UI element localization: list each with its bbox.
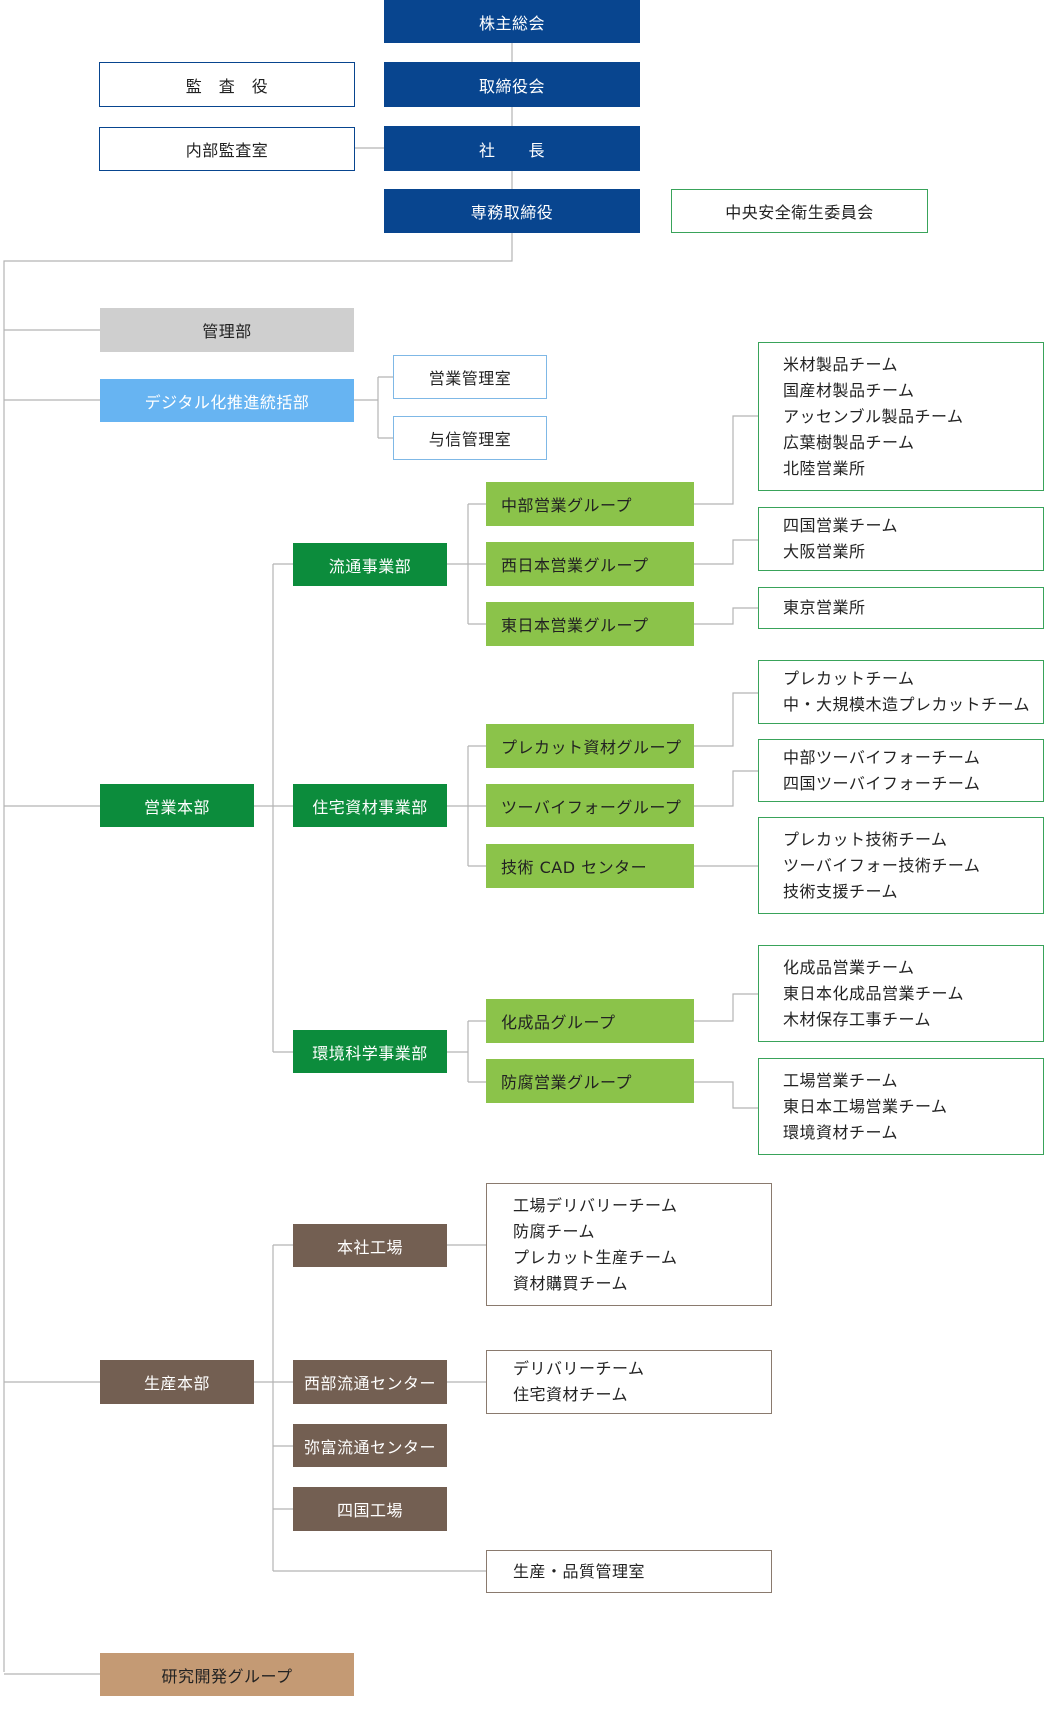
list-item: 防腐チーム xyxy=(513,1221,596,1241)
list-item: 生産・品質管理室 xyxy=(513,1561,646,1581)
head-factory-box: 本社工場 xyxy=(293,1224,447,1267)
cad-center-box: 技術 CAD センター xyxy=(486,844,694,888)
west-center-box: 西部流通センター xyxy=(293,1360,447,1404)
safety-committee-box: 中央安全衛生委員会 xyxy=(671,189,928,233)
shikoku-factory-box: 四国工場 xyxy=(293,1487,447,1531)
connector-nishinihon-teams xyxy=(694,539,758,565)
list-item: 住宅資材チーム xyxy=(513,1385,629,1404)
twobyfour-group-box: ツーバイフォーグループ xyxy=(486,784,694,827)
list-item: 四国ツーバイフォーチーム xyxy=(783,773,981,793)
higashinihon-sales-group-box: 東日本営業グループ xyxy=(486,602,694,646)
rnd-box: 研究開発グループ xyxy=(100,1653,354,1696)
list-item: 資材購買チーム xyxy=(513,1273,629,1293)
environment-division-box: 環境科学事業部 xyxy=(293,1030,447,1073)
list-item: 環境資材チーム xyxy=(783,1122,899,1142)
list-item: 技術支援チーム xyxy=(783,881,899,901)
digital-box: デジタル化推進統括部 xyxy=(100,379,354,422)
chubu-teams-box: 米材製品チーム 国産材製品チーム アッセンブル製品チーム 広葉樹製品チーム 北陸… xyxy=(758,342,1044,491)
list-item: 東京営業所 xyxy=(783,598,866,617)
list-item: 東日本工場営業チーム xyxy=(783,1096,948,1116)
list-item: デリバリーチーム xyxy=(513,1359,645,1378)
list-item: 米材製品チーム xyxy=(783,354,899,374)
chubu-sales-group-box: 中部営業グループ xyxy=(486,482,694,526)
higashinihon-teams-box: 東京営業所 xyxy=(758,587,1044,629)
senior-md-box: 専務取締役 xyxy=(384,189,640,233)
production-hq-box: 生産本部 xyxy=(100,1360,254,1404)
list-item: 大阪営業所 xyxy=(783,542,866,561)
connector-digital xyxy=(354,376,393,439)
list-item: アッセンブル製品チーム xyxy=(783,406,964,426)
shareholders-box: 株主総会 xyxy=(384,0,640,43)
connector-production xyxy=(254,1244,486,1572)
connector-twobyfour-teams xyxy=(694,770,758,807)
precut-teams-box: プレカットチーム 中・大規模木造プレカットチーム xyxy=(758,660,1044,724)
head-factory-teams-box: 工場デリバリーチーム 防腐チーム プレカット生産チーム 資材購買チーム xyxy=(486,1183,772,1306)
connector-housing xyxy=(447,745,486,867)
credit-mgmt-box: 与信管理室 xyxy=(393,416,547,460)
twobyfour-teams-box: 中部ツーバイフォーチーム 四国ツーバイフォーチーム xyxy=(758,739,1044,802)
president-box: 社 長 xyxy=(384,126,640,171)
connector-distribution xyxy=(447,503,486,625)
quality-mgmt-box: 生産・品質管理室 xyxy=(486,1550,772,1593)
list-item: 工場営業チーム xyxy=(783,1070,899,1090)
list-item: 四国営業チーム xyxy=(783,516,899,535)
connector-branches-left xyxy=(4,329,100,1675)
connector-higashinihon-teams xyxy=(694,607,758,625)
auditor-box: 監 査 役 xyxy=(99,62,355,107)
connector-chubu-teams xyxy=(694,415,758,505)
list-item: 中・大規模木造プレカットチーム xyxy=(783,695,1031,714)
precut-group-box: プレカット資材グループ xyxy=(486,724,694,768)
list-item: 北陸営業所 xyxy=(783,458,866,478)
housing-division-box: 住宅資材事業部 xyxy=(293,784,447,827)
connector-chemical-teams xyxy=(694,993,758,1022)
chemical-group-box: 化成品グループ xyxy=(486,999,694,1043)
connector-preservation-teams xyxy=(694,1081,758,1109)
list-item: プレカット技術チーム xyxy=(783,829,948,849)
admin-box: 管理部 xyxy=(100,308,354,352)
list-item: ツーバイフォー技術チーム xyxy=(783,855,981,875)
connector-precut-teams xyxy=(694,692,758,747)
list-item: 化成品営業チーム xyxy=(783,957,915,977)
list-item: 工場デリバリーチーム xyxy=(513,1195,678,1215)
yatomi-center-box: 弥富流通センター xyxy=(293,1424,447,1467)
connector-environment xyxy=(447,1020,486,1083)
internal-audit-box: 内部監査室 xyxy=(99,127,355,171)
preservation-group-box: 防腐営業グループ xyxy=(486,1059,694,1103)
list-item: 広葉樹製品チーム xyxy=(783,432,915,452)
list-item: 国産材製品チーム xyxy=(783,380,915,400)
list-item: プレカットチーム xyxy=(783,669,915,688)
sales-mgmt-box: 営業管理室 xyxy=(393,355,547,399)
preservation-teams-box: 工場営業チーム 東日本工場営業チーム 環境資材チーム xyxy=(758,1058,1044,1155)
cad-teams-box: プレカット技術チーム ツーバイフォー技術チーム 技術支援チーム xyxy=(758,817,1044,914)
board-box: 取締役会 xyxy=(384,62,640,107)
list-item: 東日本化成品営業チーム xyxy=(783,983,965,1003)
nishinihon-sales-group-box: 西日本営業グループ xyxy=(486,542,694,586)
connector-main-spine xyxy=(3,233,513,1672)
list-item: 木材保存工事チーム xyxy=(783,1009,932,1029)
west-center-teams-box: デリバリーチーム 住宅資材チーム xyxy=(486,1350,772,1414)
connector-sales xyxy=(254,563,293,1053)
distribution-division-box: 流通事業部 xyxy=(293,543,447,586)
list-item: 中部ツーバイフォーチーム xyxy=(783,747,981,767)
nishinihon-teams-box: 四国営業チーム 大阪営業所 xyxy=(758,507,1044,571)
sales-hq-box: 営業本部 xyxy=(100,784,254,827)
chemical-teams-box: 化成品営業チーム 東日本化成品営業チーム 木材保存工事チーム xyxy=(758,945,1044,1042)
list-item: プレカット生産チーム xyxy=(513,1247,678,1267)
